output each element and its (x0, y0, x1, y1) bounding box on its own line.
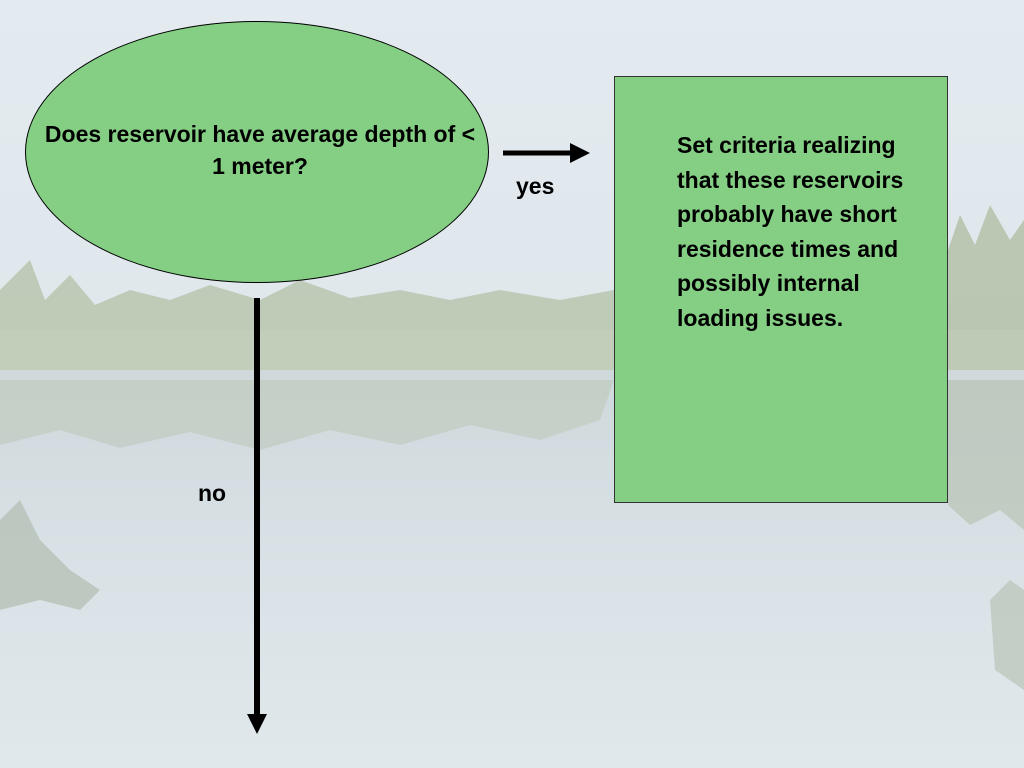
process-text: Set criteria realizing that these reserv… (677, 132, 904, 331)
yes-arrow (503, 143, 590, 163)
yes-label: yes (516, 173, 555, 199)
decision-text: Does reservoir have average depth of < 1… (44, 121, 476, 179)
no-label: no (198, 480, 227, 506)
no-arrow (247, 298, 267, 734)
process-box (614, 76, 948, 503)
decision-ellipse (25, 21, 489, 283)
